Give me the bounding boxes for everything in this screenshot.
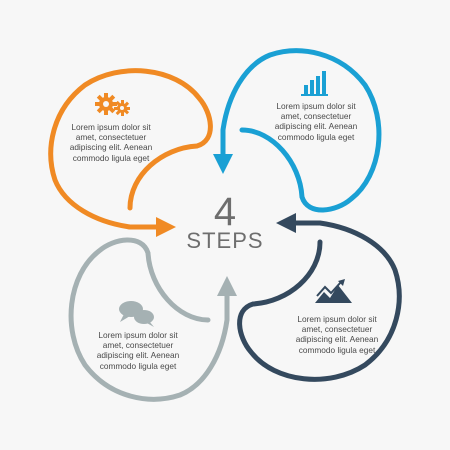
step-1-loop	[48, 68, 213, 230]
step-4-loop	[68, 237, 230, 402]
center-label: STEPS	[186, 228, 264, 253]
step-3-loop	[237, 220, 402, 382]
step-4-arrowhead	[217, 276, 237, 296]
step-2-arrowhead	[213, 154, 233, 174]
center-number: 4	[213, 190, 237, 234]
step-2-loop	[220, 48, 382, 213]
step-3-text: Lorem ipsum dolor sit amet, consectetuer…	[295, 314, 379, 355]
bar-chart-icon	[301, 71, 328, 96]
chat-bubbles-icon	[119, 301, 154, 327]
step-1-arrowhead	[156, 217, 176, 237]
gears-icon	[95, 93, 130, 116]
step-1-text: Lorem ipsum dolor sit amet, consectetuer…	[69, 122, 153, 163]
mountain-chart-icon	[315, 279, 352, 303]
step-3-arrowhead	[276, 213, 296, 233]
step-4-text: Lorem ipsum dolor sit amet, consectetuer…	[96, 330, 180, 371]
step-2-text: Lorem ipsum dolor sit amet, consectetuer…	[274, 101, 358, 142]
